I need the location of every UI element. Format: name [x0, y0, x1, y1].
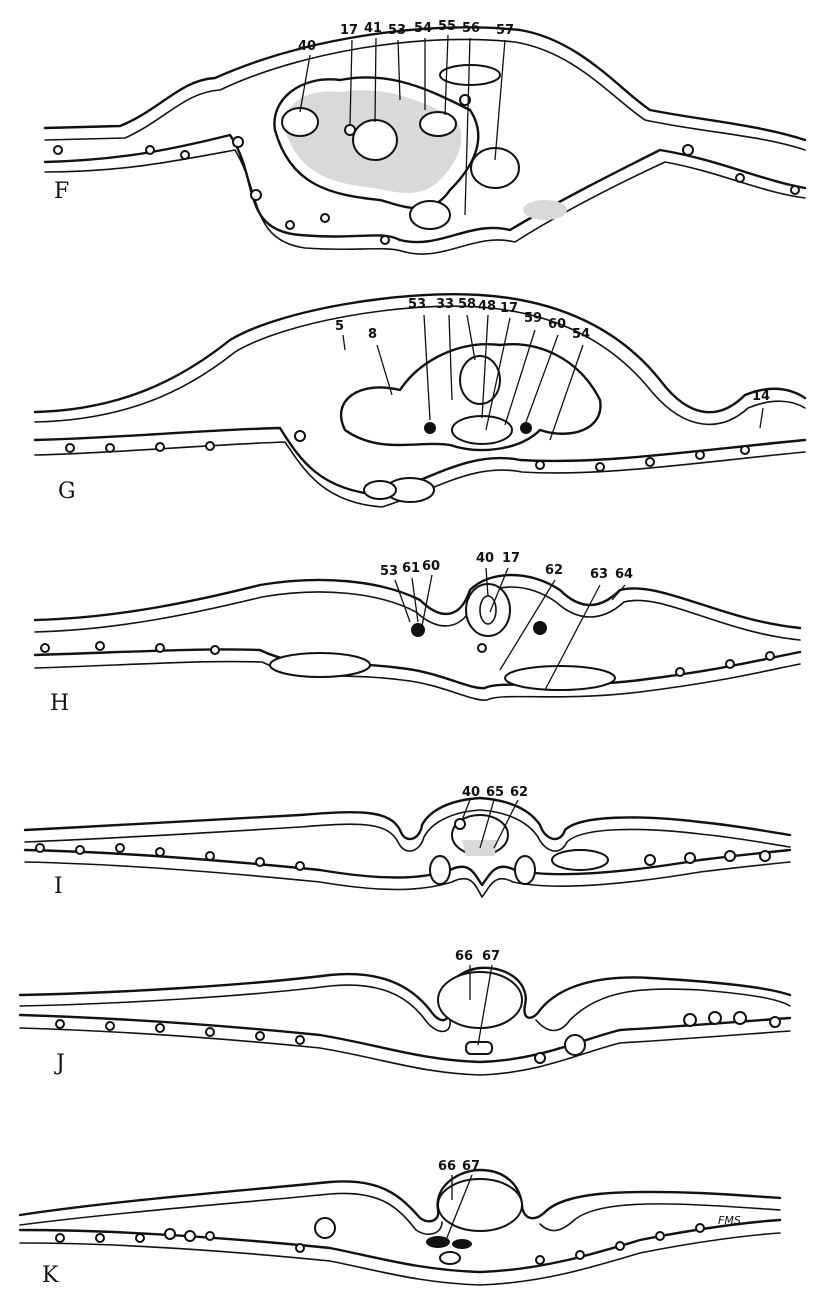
g-label-11: 14 [752, 389, 770, 404]
g-label-10: 54 [572, 327, 590, 342]
h-label-2: 61 [402, 561, 420, 576]
h-label-7: 63 [590, 567, 608, 582]
illustrator-signature: FMS [718, 1214, 741, 1227]
panel-j: J 66 67 [20, 949, 790, 1076]
f-label-3: 41 [364, 21, 382, 36]
h-label-4: 40 [476, 551, 494, 566]
h-label-1: 53 [380, 564, 398, 579]
g-label-1: 5 [335, 319, 344, 334]
j-label-1: 66 [455, 949, 473, 964]
h-label-5: 17 [502, 551, 520, 566]
i-label-1: 40 [462, 785, 480, 800]
k-label-2: 67 [462, 1159, 480, 1174]
g-label-2: 8 [368, 327, 377, 342]
g-label-9: 60 [548, 317, 566, 332]
f-label-4: 53 [388, 23, 406, 38]
panel-h: H 53 61 60 40 17 62 63 64 [35, 551, 800, 716]
f-label-2: 17 [340, 23, 358, 38]
g-label-5: 58 [458, 297, 476, 312]
panel-i-letter: I [54, 874, 63, 899]
h-label-6: 62 [545, 563, 563, 578]
panel-g: G 5 8 53 33 58 4 [35, 294, 805, 507]
panel-j-letter: J [54, 1051, 65, 1076]
panel-h-letter: H [50, 691, 69, 716]
panel-i: I 40 65 62 [25, 785, 790, 899]
g-label-4: 33 [436, 297, 454, 312]
f-label-5: 54 [414, 21, 432, 36]
panel-k-letter: K [42, 1263, 59, 1288]
panel-k: K 66 67 FMS [20, 1159, 780, 1288]
i-label-3: 62 [510, 785, 528, 800]
f-label-6: 55 [438, 19, 456, 34]
panel-f: F [45, 19, 805, 254]
panel-g-letter: G [58, 479, 76, 504]
h-label-8: 64 [615, 567, 633, 582]
f-label-7: 56 [462, 21, 480, 36]
k-label-1: 66 [438, 1159, 456, 1174]
g-label-7: 17 [500, 301, 518, 316]
f-label-1: 40 [298, 39, 316, 54]
panel-f-letter: F [54, 179, 69, 204]
f-label-8: 57 [496, 23, 514, 38]
g-label-8: 59 [524, 311, 542, 326]
h-label-3: 60 [422, 559, 440, 574]
j-label-2: 67 [482, 949, 500, 964]
g-label-3: 53 [408, 297, 426, 312]
g-label-6: 48 [478, 299, 496, 314]
i-label-2: 65 [486, 785, 504, 800]
